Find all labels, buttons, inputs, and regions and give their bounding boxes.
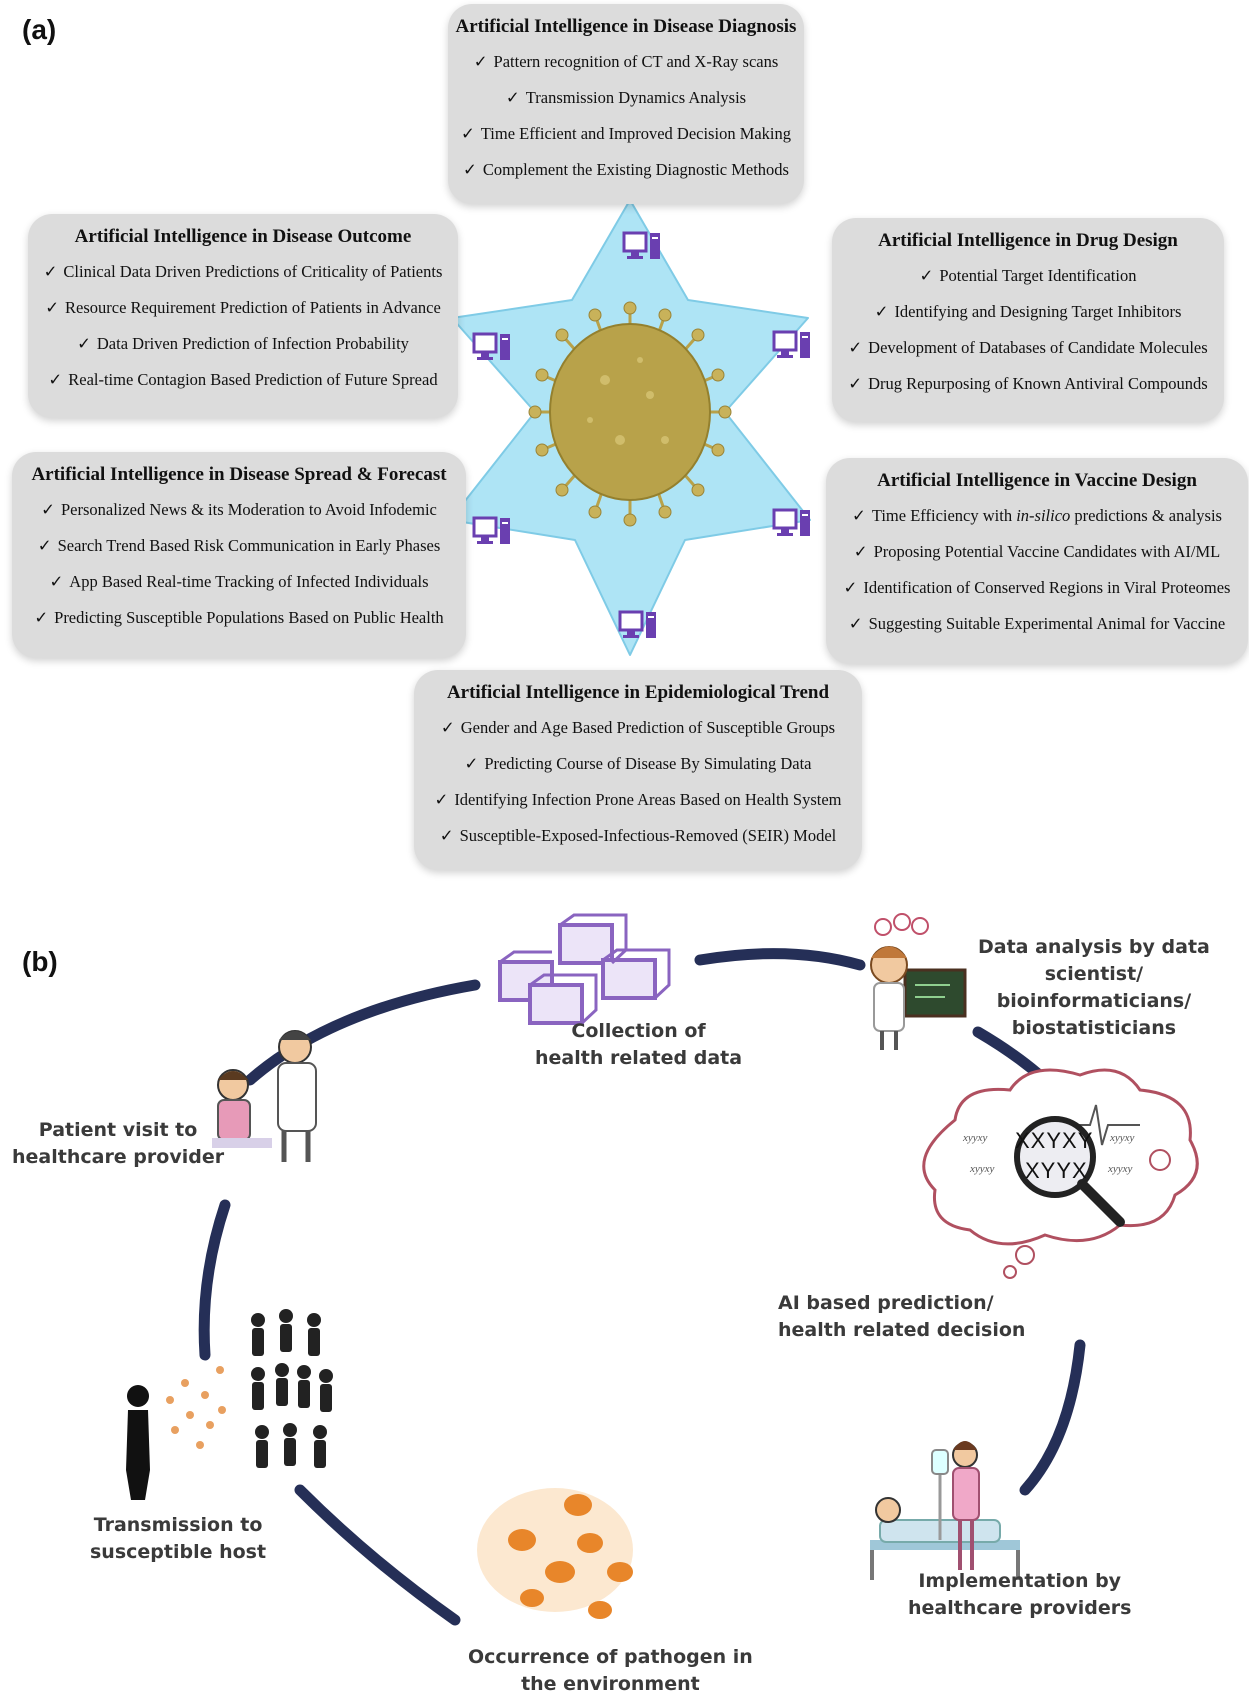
list-item: ✓Development of Databases of Candidate M… (848, 338, 1208, 357)
step-label-transmission: Transmission to susceptible host (90, 1514, 267, 1563)
cloud-sequence-text: xyyxy (963, 1132, 988, 1144)
panel-a-label: (a) (22, 14, 57, 45)
step-label-implementation: Implementation by healthcare providers (908, 1570, 1132, 1619)
list-item: ✓Proposing Potential Vaccine Candidates … (853, 542, 1221, 561)
box-title: Artificial Intelligence in Drug Design (878, 230, 1178, 251)
list-item: ✓Identifying and Designing Target Inhibi… (874, 302, 1182, 321)
list-item: ✓Transmission Dynamics Analysis (505, 88, 747, 107)
list-item: ✓Identification of Conserved Regions in … (843, 578, 1231, 597)
box-disease-diagnosis: Artificial Intelligence in Disease Diagn… (448, 4, 804, 204)
list-item: ✓Pattern recognition of CT and X-Ray sca… (473, 52, 779, 71)
ai-prediction-cloud-icon (922, 1068, 1199, 1279)
box-disease-spread-forecast: Artificial Intelligence in Disease Sprea… (12, 452, 466, 658)
step-label-collection: Collection of health related data (535, 1020, 743, 1069)
cycle-arc (694, 948, 866, 971)
data-collection-icon (498, 913, 671, 1025)
virus-icon (528, 301, 732, 527)
list-item: ✓Clinical Data Driven Predictions of Cri… (43, 262, 443, 281)
box-title: Artificial Intelligence in Vaccine Desig… (877, 470, 1197, 491)
central-star-graphic (449, 199, 811, 656)
computer-icon (772, 508, 810, 536)
cycle-arc (244, 979, 481, 1086)
list-item: ✓App Based Real-time Tracking of Infecte… (49, 572, 429, 591)
cycle-arc (294, 1484, 461, 1626)
list-item: ✓Susceptible-Exposed-Infectious-Removed … (439, 826, 837, 845)
step-label-ai-prediction: AI based prediction/ health related deci… (778, 1292, 1026, 1341)
list-item: ✓Drug Repurposing of Known Antiviral Com… (848, 374, 1208, 393)
cloud-sequence-text: XXYXY (1015, 1128, 1094, 1153)
computer-icon (472, 516, 510, 544)
box-title: Artificial Intelligence in Disease Outco… (74, 226, 412, 247)
box-title: Artificial Intelligence in Disease Sprea… (31, 464, 447, 485)
cycle-arc (1019, 1339, 1086, 1496)
box-vaccine-design: Artificial Intelligence in Vaccine Desig… (826, 458, 1248, 664)
computer-icon (618, 610, 656, 638)
computer-icon (622, 231, 660, 259)
step-label-pathogen: Occurrence of pathogen in the environmen… (468, 1646, 753, 1695)
pathogen-icon (477, 1488, 633, 1619)
computer-icon (772, 330, 810, 358)
patient-doctor-icon (212, 1030, 317, 1162)
data-scientist-icon (870, 913, 967, 1050)
box-epidemiological-trend: Artificial Intelligence in Epidemiologic… (414, 670, 862, 870)
list-item: ✓Search Trend Based Risk Communication i… (37, 536, 441, 555)
step-label-data-analysis: Data analysis by data scientist/ bioinfo… (978, 936, 1210, 1039)
cycle-arc (198, 1199, 231, 1361)
list-item: ✓Real-time Contagion Based Prediction of… (48, 370, 438, 389)
list-item: ✓Time Efficient and Improved Decision Ma… (460, 124, 792, 143)
box-drug-design: Artificial Intelligence in Drug Design ✓… (832, 218, 1224, 422)
list-item: ✓Complement the Existing Diagnostic Meth… (463, 160, 789, 179)
list-item: ✓Predicting Course of Disease By Simulat… (464, 754, 812, 773)
list-item: ✓Predicting Susceptible Populations Base… (34, 608, 444, 627)
transmission-icon (126, 1309, 333, 1500)
box-title: Artificial Intelligence in Epidemiologic… (446, 682, 830, 703)
cloud-sequence-text: XYYX (1025, 1158, 1088, 1183)
list-item: ✓Resource Requirement Prediction of Pati… (45, 298, 441, 317)
list-item: ✓Personalized News & its Moderation to A… (41, 500, 437, 519)
step-label-patient-visit: Patient visit to healthcare provider (12, 1119, 225, 1168)
panel-b-label: (b) (22, 946, 58, 977)
computer-icon (472, 332, 510, 360)
box-title: Artificial Intelligence in Disease Diagn… (455, 16, 797, 37)
list-item: ✓Data Driven Prediction of Infection Pro… (77, 334, 409, 353)
list-item: ✓Time Efficiency with in-silico predicti… (852, 506, 1222, 525)
cloud-sequence-text: xyyxy (1110, 1132, 1135, 1144)
box-disease-outcome: Artificial Intelligence in Disease Outco… (28, 214, 458, 418)
cloud-sequence-text: xyyxy (1108, 1163, 1133, 1175)
list-item: ✓Potential Target Identification (919, 266, 1137, 285)
list-item: ✓Identifying Infection Prone Areas Based… (434, 790, 842, 809)
list-item: ✓Gender and Age Based Prediction of Susc… (440, 718, 836, 737)
list-item: ✓Suggesting Suitable Experimental Animal… (848, 614, 1226, 633)
cloud-sequence-text: xyyxy (970, 1163, 995, 1175)
healthcare-implementation-icon (870, 1441, 1020, 1580)
